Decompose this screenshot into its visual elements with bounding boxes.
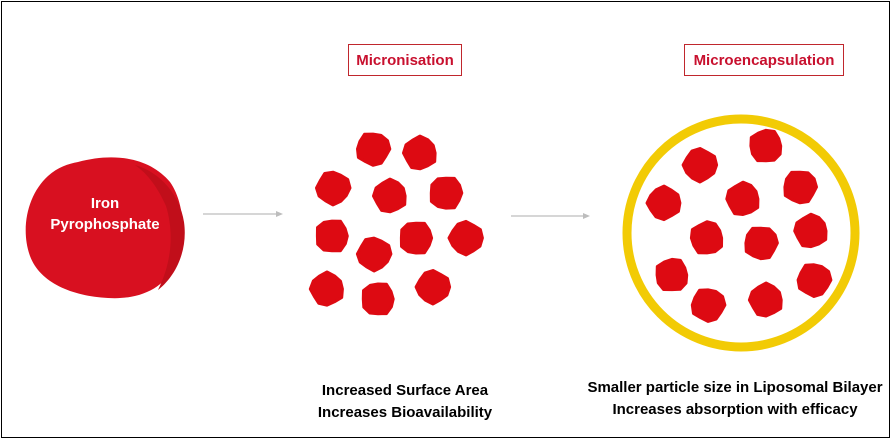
encapsulated-particle — [747, 281, 783, 318]
encapsulated-particle — [690, 288, 727, 323]
iron-label: Iron Pyrophosphate — [30, 193, 180, 235]
encapsulated-particles — [645, 128, 833, 323]
micronised-particle — [315, 170, 352, 207]
encapsulated-particle — [744, 226, 779, 261]
microencapsulation-caption-line2: Increases absorption with efficacy — [612, 401, 858, 418]
micronisation-caption-line1: Increased Surface Area — [321, 382, 489, 399]
microencapsulation-caption-line1: Smaller particle size in Liposomal Bilay… — [587, 379, 883, 396]
encapsulated-particle — [749, 128, 783, 163]
encapsulated-particle — [796, 263, 833, 298]
arrow-2 — [511, 213, 590, 219]
iron-blob-shape — [25, 157, 183, 299]
encapsulated-particle — [655, 257, 689, 292]
iron-blob-overlap — [135, 165, 185, 290]
microencapsulation-label: Microencapsulation — [684, 44, 844, 76]
encapsulated-particle — [783, 170, 818, 205]
micronised-particle — [414, 269, 452, 306]
liposomal-bilayer-ring — [622, 114, 860, 352]
encapsulated-particle — [725, 180, 760, 216]
iron-label-line1: Iron — [90, 195, 120, 212]
micronised-particle — [429, 176, 464, 210]
micronised-particles — [308, 132, 484, 316]
encapsulated-particle — [681, 147, 719, 184]
micronised-particle — [399, 221, 434, 255]
micronised-particle — [355, 236, 393, 273]
micronised-particle — [356, 132, 392, 167]
micronisation-caption-line2: Increases Bioavailability — [317, 404, 493, 421]
encapsulated-particle — [645, 184, 682, 222]
arrow-1 — [203, 211, 283, 217]
iron-label-line2: Pyrophosphate — [50, 216, 160, 233]
iron-pyrophosphate-blob — [25, 157, 185, 299]
micronisation-label: Micronisation — [348, 44, 462, 76]
micronised-particle — [361, 282, 395, 316]
micronised-particle — [315, 219, 349, 253]
micronised-particle — [308, 270, 344, 307]
micronised-particle — [372, 177, 407, 214]
micronised-particle — [447, 219, 484, 257]
micronised-particle — [402, 134, 437, 171]
encapsulated-particle — [689, 220, 724, 255]
encapsulated-particle — [793, 212, 828, 249]
